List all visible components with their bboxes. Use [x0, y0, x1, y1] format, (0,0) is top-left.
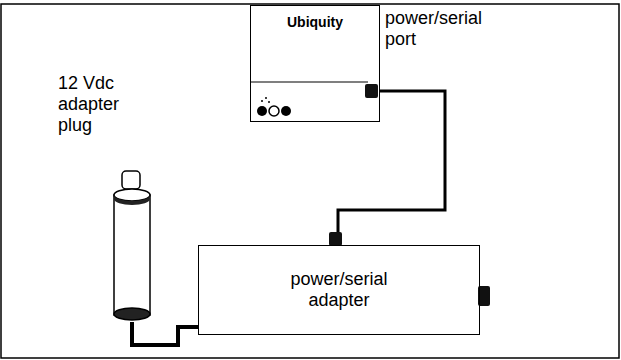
indicator-dots: [257, 97, 291, 116]
plug-tip: [122, 171, 140, 189]
cylinder-outline: [113, 187, 151, 322]
panel-line: [250, 81, 368, 82]
device-box: Ubiquity: [250, 5, 380, 122]
port-connector: [365, 84, 378, 98]
device-name: Ubiquity: [251, 6, 379, 33]
frame: [1, 4, 619, 358]
cable-connector: [329, 232, 342, 246]
plug-cylinder: 12 Vdc adapter plug: [113, 187, 151, 322]
plug-label: 12 Vdc adapter plug: [58, 73, 132, 136]
cable: [132, 322, 198, 345]
port-label: power/serial port: [385, 8, 503, 50]
adapter-ground: [198, 245, 480, 335]
cable: [338, 91, 445, 245]
box-label: power/serial adapter: [274, 269, 404, 311]
adapter-box: power/serial adapter: [198, 245, 480, 335]
